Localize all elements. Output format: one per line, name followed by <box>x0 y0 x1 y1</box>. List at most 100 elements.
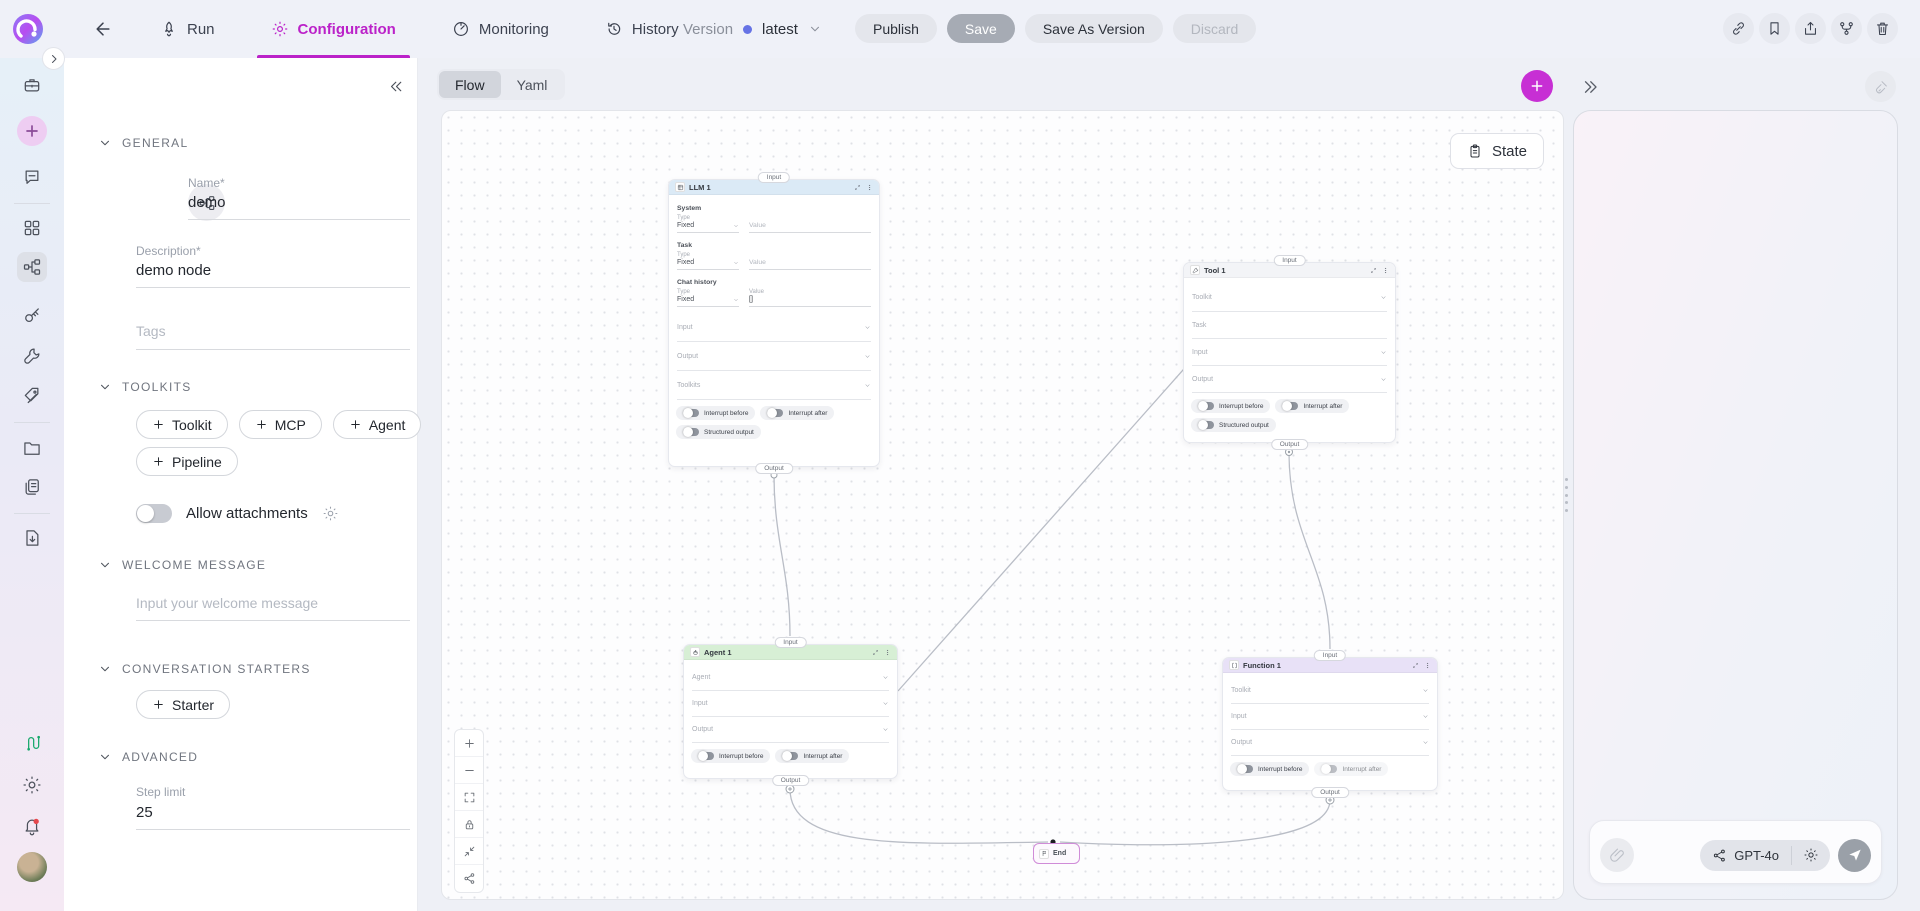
toggle-switch[interactable] <box>698 751 714 761</box>
tab-flow[interactable]: Flow <box>439 71 501 98</box>
rail-item-integrations[interactable] <box>17 728 47 758</box>
lock-button[interactable] <box>455 811 483 838</box>
delete-button[interactable] <box>1867 13 1898 44</box>
interrupt-before-toggle[interactable]: Interrupt before <box>676 406 756 420</box>
node-function-1[interactable]: Input Function 1 Toolkit Input Output In… <box>1222 650 1438 798</box>
interrupt-after-toggle[interactable]: Interrupt after <box>1314 762 1389 776</box>
fit-view-button[interactable] <box>455 784 483 811</box>
value-field[interactable]: Value <box>749 215 871 233</box>
tab-run[interactable]: Run <box>132 0 243 58</box>
expand-node-icon[interactable] <box>854 184 861 191</box>
save-as-version-button[interactable]: Save As Version <box>1024 14 1163 43</box>
node-header[interactable]: Agent 1 <box>684 645 897 660</box>
section-welcome[interactable]: WELCOME MESSAGE <box>98 558 266 572</box>
collapse-chat-button[interactable] <box>1577 74 1603 100</box>
welcome-message-input[interactable]: Input your welcome message <box>136 595 319 611</box>
node-menu-icon[interactable] <box>884 649 891 656</box>
name-field[interactable]: demo <box>188 194 226 211</box>
discard-button[interactable]: Discard <box>1172 14 1257 43</box>
rail-item-flows[interactable] <box>17 252 47 282</box>
interrupt-before-toggle[interactable]: Interrupt before <box>691 749 771 763</box>
node-output-handle[interactable]: Output <box>1311 787 1349 798</box>
add-toolkit-button[interactable]: Toolkit <box>136 410 228 439</box>
agent-input-row[interactable]: Input <box>692 691 889 717</box>
section-starters[interactable]: CONVERSATION STARTERS <box>98 662 311 676</box>
type-select[interactable]: Type Fixed <box>677 252 739 270</box>
expand-node-icon[interactable] <box>1412 662 1419 669</box>
tags-field[interactable]: Tags <box>136 323 166 339</box>
tab-configuration[interactable]: Configuration <box>243 0 424 58</box>
node-agent-1[interactable]: Input Agent 1 Agent Input Output Interru… <box>683 637 898 786</box>
tab-yaml[interactable]: Yaml <box>516 76 548 93</box>
toggle-switch[interactable] <box>767 408 784 418</box>
section-general[interactable]: GENERAL <box>98 136 188 150</box>
toggle-switch[interactable] <box>683 408 699 418</box>
export-button[interactable] <box>1795 13 1826 44</box>
node-header[interactable]: Function 1 <box>1223 658 1437 673</box>
panel-resize-handle[interactable] <box>1563 478 1569 512</box>
toggle-switch[interactable] <box>1237 764 1253 774</box>
type-select[interactable]: Type Fixed <box>677 215 739 233</box>
interrupt-after-toggle[interactable]: Interrupt after <box>775 749 850 763</box>
add-starter-button[interactable]: Starter <box>136 690 231 719</box>
attachments-settings-icon[interactable] <box>322 505 339 522</box>
toggle-switch[interactable] <box>683 427 699 437</box>
node-output-handle[interactable]: Output <box>771 775 810 786</box>
node-menu-icon[interactable] <box>1424 662 1431 669</box>
tab-history[interactable]: History <box>577 0 707 58</box>
node-input-handle[interactable]: Input <box>774 637 807 648</box>
rail-expand-button[interactable] <box>42 47 65 70</box>
llm-output-row[interactable]: Output <box>677 342 871 371</box>
interrupt-before-toggle[interactable]: Interrupt before <box>1230 762 1310 776</box>
add-agent-button[interactable]: Agent <box>332 410 422 439</box>
publish-button[interactable]: Publish <box>855 14 937 43</box>
step-limit-field[interactable]: 25 <box>136 804 153 821</box>
node-input-handle[interactable]: Input <box>1273 255 1306 266</box>
node-header[interactable]: LLM 1 <box>669 180 879 195</box>
auto-layout-button[interactable] <box>455 865 483 892</box>
toggle-switch[interactable] <box>1321 764 1338 774</box>
collapse-nodes-button[interactable] <box>455 838 483 865</box>
toggle-switch[interactable] <box>782 751 799 761</box>
interrupt-before-toggle[interactable]: Interrupt before <box>1191 399 1271 413</box>
add-node-button[interactable] <box>1521 70 1553 102</box>
node-input-handle[interactable]: Input <box>1313 650 1347 661</box>
rail-item-artifacts[interactable] <box>17 433 47 463</box>
state-button[interactable]: State <box>1450 133 1545 169</box>
zoom-in-button[interactable] <box>455 730 483 757</box>
version-selector[interactable]: Version latest <box>683 0 822 58</box>
copy-link-button[interactable] <box>1723 13 1754 44</box>
zoom-out-button[interactable] <box>455 757 483 784</box>
tool-output-row[interactable]: Output <box>1192 366 1387 393</box>
rail-item-toolkits[interactable] <box>17 341 47 371</box>
node-input-handle[interactable]: Input <box>757 172 791 183</box>
attach-file-button[interactable] <box>1600 838 1634 872</box>
node-end[interactable]: End <box>1033 843 1080 864</box>
rail-item-notifications[interactable] <box>17 811 47 841</box>
model-settings-button[interactable] <box>1792 840 1830 871</box>
toggle-switch[interactable] <box>1198 401 1214 411</box>
node-llm-1[interactable]: Input LLM 1 System Type Fixed Value <box>668 172 880 474</box>
function-input-row[interactable]: Input <box>1231 704 1429 730</box>
tool-input-row[interactable]: Input <box>1192 339 1387 366</box>
collapse-panel-button[interactable] <box>383 73 409 99</box>
back-button[interactable] <box>88 14 118 44</box>
tool-task-row[interactable]: Task <box>1192 312 1387 339</box>
clear-chat-button[interactable] <box>1865 71 1896 102</box>
app-logo-icon[interactable] <box>11 12 45 46</box>
add-mcp-button[interactable]: MCP <box>238 410 322 439</box>
rail-item-import[interactable] <box>17 523 47 553</box>
function-output-row[interactable]: Output <box>1231 730 1429 756</box>
rail-item-secrets[interactable] <box>17 301 47 331</box>
chat-input-box[interactable]: GPT-4o <box>1589 820 1882 884</box>
section-toolkits[interactable]: TOOLKITS <box>98 380 192 394</box>
node-header[interactable]: Tool 1 <box>1184 263 1395 278</box>
rail-item-tags[interactable] <box>17 380 47 410</box>
user-avatar[interactable] <box>17 852 47 882</box>
add-pipeline-button[interactable]: Pipeline <box>136 447 238 476</box>
flow-canvas[interactable]: State Input LLM 1 System Type Fixed <box>441 110 1564 900</box>
node-menu-icon[interactable] <box>1382 267 1389 274</box>
agent-agent-row[interactable]: Agent <box>692 665 889 691</box>
expand-node-icon[interactable] <box>1370 267 1377 274</box>
section-advanced[interactable]: ADVANCED <box>98 750 198 764</box>
